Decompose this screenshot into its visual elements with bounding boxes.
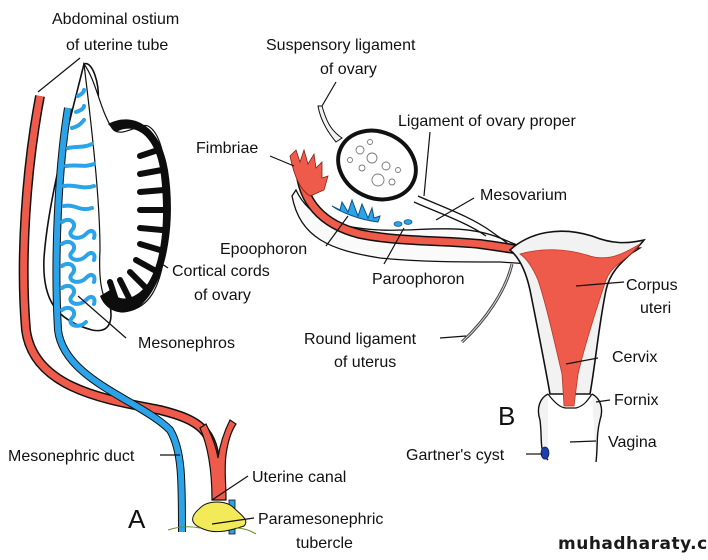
leader-round-ligament <box>439 335 467 339</box>
label-mesonephros: Mesonephros <box>138 335 235 352</box>
mesovarium-band-2 <box>413 201 487 237</box>
label-round-ligament-2: of uterus <box>334 354 396 371</box>
label-vagina: Vagina <box>608 434 657 451</box>
label-ligament-ovary-proper: Ligament of ovary proper <box>398 113 577 130</box>
leader-cortical-cords <box>161 263 169 269</box>
label-fimbriae: Fimbriae <box>196 140 258 157</box>
label-corpus-2: uteri <box>640 300 671 317</box>
panel-a: Abdominal ostium of uterine tube Cortica… <box>8 11 383 552</box>
broad-ligament <box>291 188 643 268</box>
label-cortical-cords-1: Cortical cords <box>172 263 270 280</box>
leader-corpus-uteri <box>575 281 625 287</box>
label-paramesonephric-1: Paramesonephric <box>258 511 383 528</box>
leader-fornix <box>595 399 611 403</box>
label-suspensory-2: of ovary <box>320 61 377 78</box>
suspensory-ligament <box>317 105 343 143</box>
leader-cervix <box>565 357 599 365</box>
label-abdominal-ostium-1: Abdominal ostium <box>52 11 179 28</box>
tubercle-base <box>167 526 257 535</box>
label-cervix: Cervix <box>612 349 657 366</box>
epoophoron <box>331 198 381 223</box>
leader-epoophoron <box>325 215 349 247</box>
leader-fimbriae <box>269 155 295 167</box>
leader-mesovarium <box>435 197 475 221</box>
label-gartners-cyst: Gartner's cyst <box>406 447 505 464</box>
uterine-canal <box>199 419 237 501</box>
round-ligament-core <box>461 263 513 343</box>
mesonephric-tubules <box>60 88 97 328</box>
label-fornix: Fornix <box>614 392 658 409</box>
leader-mesonephros <box>77 295 127 339</box>
round-ligament <box>460 263 514 344</box>
label-abdominal-ostium-2: of uterine tube <box>66 37 168 54</box>
mesonephric-duct-a-fill <box>53 107 185 533</box>
fornix-edge <box>547 393 593 409</box>
label-epoophoron: Epoophoron <box>220 241 307 258</box>
paroophoron-2 <box>403 219 413 225</box>
leader-uterine-canal <box>211 475 249 501</box>
ovarian-follicles <box>347 139 401 187</box>
panel-a-letter: A <box>128 504 146 534</box>
label-round-ligament-1: Round ligament <box>304 331 417 348</box>
leader-paramesonephric-tubercle <box>211 517 255 525</box>
leader-vagina <box>569 440 597 443</box>
cortical-cords <box>100 119 171 313</box>
label-suspensory-1: Suspensory ligament <box>266 37 416 54</box>
mesovarium-band <box>417 195 509 245</box>
panel-b: Suspensory ligament of ovary Ligament of… <box>196 37 678 464</box>
leader-suspensory <box>321 81 337 107</box>
panel-b-letter: B <box>498 401 515 431</box>
label-mesovarium: Mesovarium <box>480 187 567 204</box>
leader-abdominal-ostium <box>37 57 81 93</box>
label-paramesonephric-2: tubercle <box>296 535 353 552</box>
watermark: muhadharaty.com <box>558 534 708 554</box>
paroophoron-1 <box>393 221 403 227</box>
leader-ligament-ovary-proper <box>423 131 431 197</box>
paramesonephric-tubercle <box>192 501 247 533</box>
cortical-cord-teeth <box>107 147 167 303</box>
fimbriae <box>289 148 329 197</box>
gartners-cyst <box>540 446 550 460</box>
label-cortical-cords-2: of ovary <box>194 287 251 304</box>
label-corpus-1: Corpus <box>626 277 678 294</box>
leader-paroophoron <box>383 227 405 265</box>
ovary <box>336 128 418 202</box>
label-uterine-canal: Uterine canal <box>252 469 346 486</box>
label-mesonephric-duct: Mesonephric duct <box>8 448 135 465</box>
label-paroophoron: Paroophoron <box>372 271 465 288</box>
paramesonephric-duct-a-fill <box>20 95 220 471</box>
uterine-cavity <box>519 243 641 407</box>
